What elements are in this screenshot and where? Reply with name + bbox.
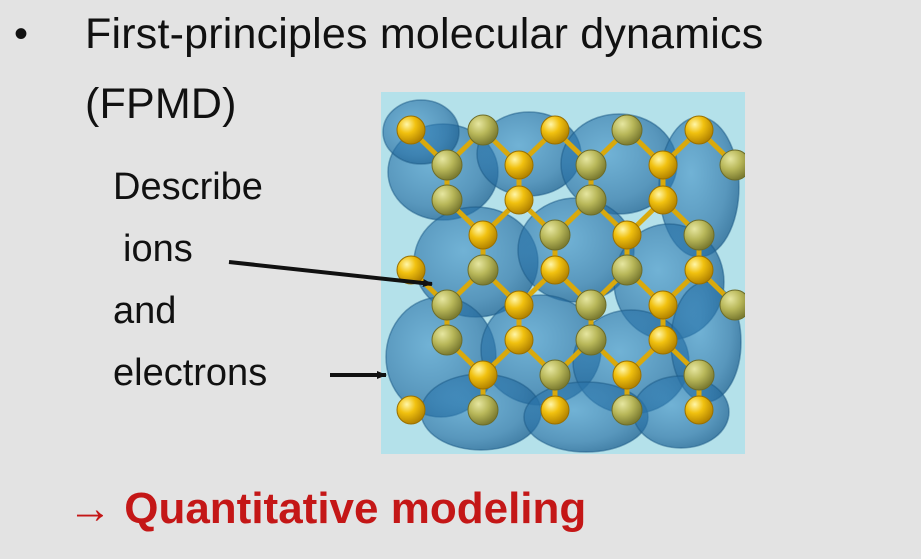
bullet-dot: • <box>14 12 29 56</box>
atom-shaded <box>467 394 499 426</box>
crystal-structure-image <box>382 99 745 453</box>
atom-gold <box>684 255 714 285</box>
atom-gold <box>612 360 642 390</box>
atom-gold <box>468 220 498 250</box>
atom-shaded <box>539 219 571 251</box>
label-electrons: electrons <box>113 352 268 394</box>
atom-gold <box>648 290 678 320</box>
crystal-structure-figure <box>381 92 745 454</box>
atom-gold <box>684 115 714 145</box>
bullet-title-line-2: (FPMD) <box>85 80 237 128</box>
label-and: and <box>113 290 177 332</box>
atom-gold <box>540 255 570 285</box>
atom-shaded <box>467 114 499 146</box>
label-describe: Describe <box>113 166 263 208</box>
atom-gold <box>648 185 678 215</box>
atom-shaded <box>431 289 463 321</box>
atom-gold <box>648 150 678 180</box>
atom-shaded <box>575 184 607 216</box>
atom-shaded <box>539 359 571 391</box>
atom-gold <box>468 360 498 390</box>
atom-gold <box>504 290 534 320</box>
atom-gold <box>504 150 534 180</box>
atom-shaded <box>431 184 463 216</box>
atom-gold <box>684 395 714 425</box>
atom-shaded <box>575 324 607 356</box>
atom-shaded <box>431 149 463 181</box>
atom-shaded <box>719 149 745 181</box>
atom-gold <box>612 220 642 250</box>
label-ions: ions <box>123 228 193 270</box>
atom-shaded <box>611 394 643 426</box>
atom-shaded <box>683 359 715 391</box>
atom-shaded <box>683 219 715 251</box>
atom-gold <box>540 115 570 145</box>
atom-gold <box>396 115 426 145</box>
atom-shaded <box>575 289 607 321</box>
atoms <box>396 114 745 426</box>
atom-gold <box>396 255 426 285</box>
atom-gold <box>504 325 534 355</box>
atom-shaded <box>467 254 499 286</box>
atom-gold <box>540 395 570 425</box>
arrow-to-ion <box>228 260 433 288</box>
bullet-title-line-1: First-principles molecular dynamics <box>85 10 764 58</box>
atom-shaded <box>575 149 607 181</box>
atom-gold <box>396 395 426 425</box>
conclusion-text: → Quantitative modeling <box>68 484 587 533</box>
atom-shaded <box>611 254 643 286</box>
atom-shaded <box>719 289 745 321</box>
atom-gold <box>504 185 534 215</box>
atom-gold <box>648 325 678 355</box>
atom-shaded <box>431 324 463 356</box>
atom-shaded <box>611 114 643 146</box>
